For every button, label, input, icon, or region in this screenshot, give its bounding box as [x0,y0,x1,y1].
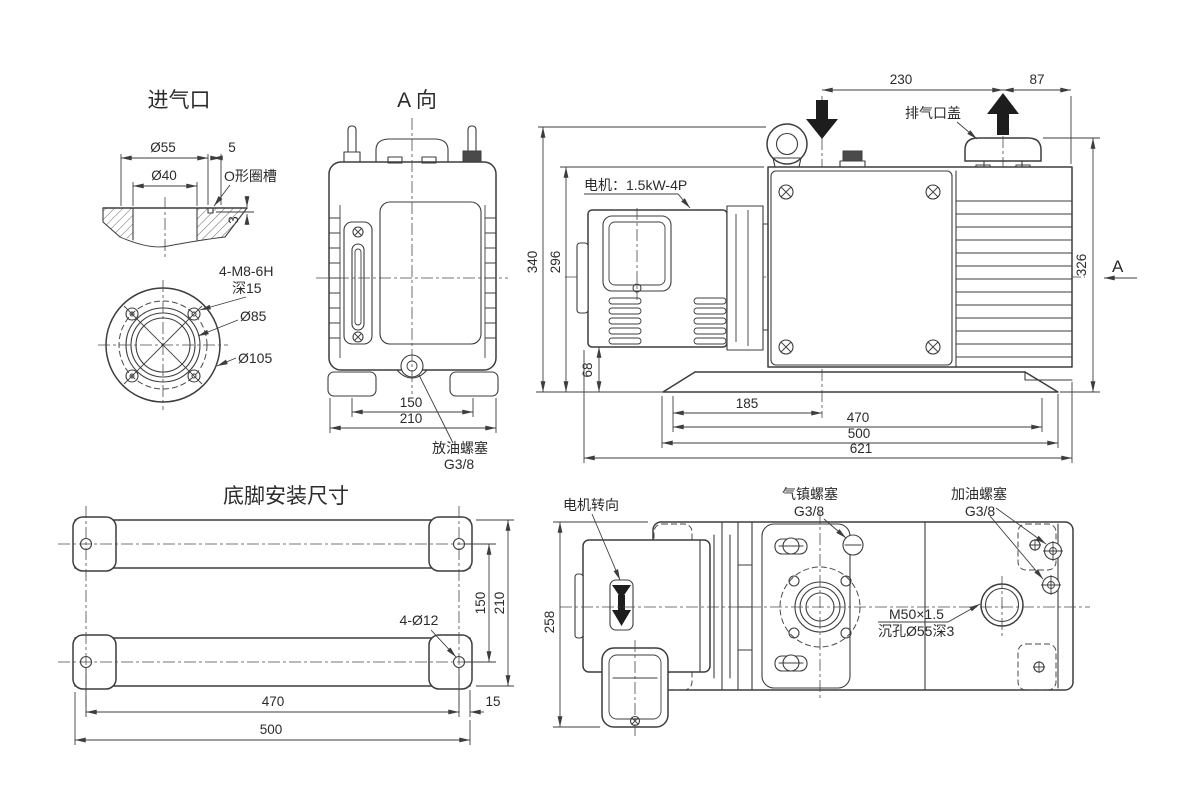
dim-flange-d105: Ø105 [238,350,272,366]
dim-side-340: 340 [525,251,540,274]
oil-fill-label: 加油螺塞 [951,486,1007,502]
oil-fill-plugs [1041,541,1063,595]
dim-side-185: 185 [736,396,759,411]
inlet-flow-arrow [806,100,838,139]
motor-end-cap [576,242,589,314]
bolt-spec-label: 4-M8-6H [219,263,273,279]
inlet-flange-view: 4-M8-6H 深15 Ø85 Ø105 [98,263,273,410]
motor [576,208,728,348]
dim-foot-500: 500 [260,722,283,737]
dim-side-470: 470 [847,410,870,425]
gearbox-cover-plate [770,170,953,366]
flange-bolt-holes [125,307,201,383]
rear-foot-right [449,371,499,397]
inlet-title: 进气口 [148,89,211,112]
oil-fill-thread: G3/8 [965,503,996,519]
top-plug-knurled [839,150,866,168]
gas-ballast-thread: G3/8 [794,503,825,519]
dim-inlet-3: 3 [226,216,241,224]
drain-plug-label: 放油螺塞 [432,440,488,456]
foot-mounting-view: 底脚安装尺寸 150 210 4-Ø12 [58,485,514,745]
rear-foot-left [327,371,377,397]
dim-side-500: 500 [848,426,871,441]
rear-window-panel [379,201,482,345]
m50-port-label-2: 沉孔Ø55深3 [878,623,954,639]
rear-posts [343,125,482,163]
motor-spec-label: 电机：1.5kW-4P [584,177,687,193]
drain-plug-thread: G3/8 [444,456,475,472]
hatch-left [103,208,133,240]
dim-side-87: 87 [1029,72,1044,87]
gas-ballast-label: 气镇螺塞 [782,486,838,502]
dim-side-621: 621 [850,441,873,456]
dim-inlet-5: 5 [228,140,236,155]
a-direction-view: A 向 [316,89,508,472]
dim-top-258: 258 [542,611,557,634]
dim-foot-150: 150 [473,592,488,615]
lifting-eye [766,123,808,168]
dim-rear-210: 210 [400,411,423,426]
dim-foot-210: 210 [492,592,507,615]
dim-side-230: 230 [890,72,913,87]
exhaust-cover-label: 排气口盖 [905,105,961,121]
dim-flange-d85: Ø85 [240,308,267,324]
slotted-screws-top [774,537,808,672]
rotation-arrow [612,585,631,626]
oring-groove-label: O形圈槽 [224,168,277,184]
foot-view-title: 底脚安装尺寸 [223,485,349,508]
dim-inlet-d55: Ø55 [150,140,176,155]
view-a-letter: A [1112,257,1124,276]
main-side-view: 230 87 排气口盖 [525,72,1137,463]
bolt-depth-label: 深15 [232,280,262,296]
motor-rotation-label: 电机转向 [563,497,619,513]
cover-screws [778,184,941,355]
dim-side-296: 296 [548,251,563,274]
dim-foot-15: 15 [485,694,500,709]
foot-holes-label: 4-Ø12 [400,612,439,628]
dim-foot-470: 470 [262,694,285,709]
motor-vents [608,297,727,345]
a-view-title: A 向 [397,89,437,112]
oil-case-fins [955,170,1072,368]
hatch-right [197,208,247,240]
top-plan-view: 电机转向 气镇螺塞 G3/8 加油螺塞 G3/8 M50×1.5 沉孔Ø55深3… [542,486,1090,737]
inlet-section-view: 进气口 Ø55 5 Ø40 O形圈槽 3 [102,89,277,258]
foot-holes [79,537,466,669]
exhaust-flow-arrow [987,93,1019,135]
dim-inlet-d40: Ø40 [151,168,177,183]
coupling-housing [726,205,769,351]
pump-body [767,166,1073,368]
dim-side-326: 326 [1074,254,1089,277]
rotation-arrow-frame [609,579,634,631]
dim-rear-150: 150 [400,395,423,410]
base-plate-side [662,371,1073,393]
m50-port-label-1: M50×1.5 [889,606,944,622]
oil-sight-glass [343,221,373,345]
dim-side-68: 68 [580,362,595,377]
foot-pads [72,516,473,690]
